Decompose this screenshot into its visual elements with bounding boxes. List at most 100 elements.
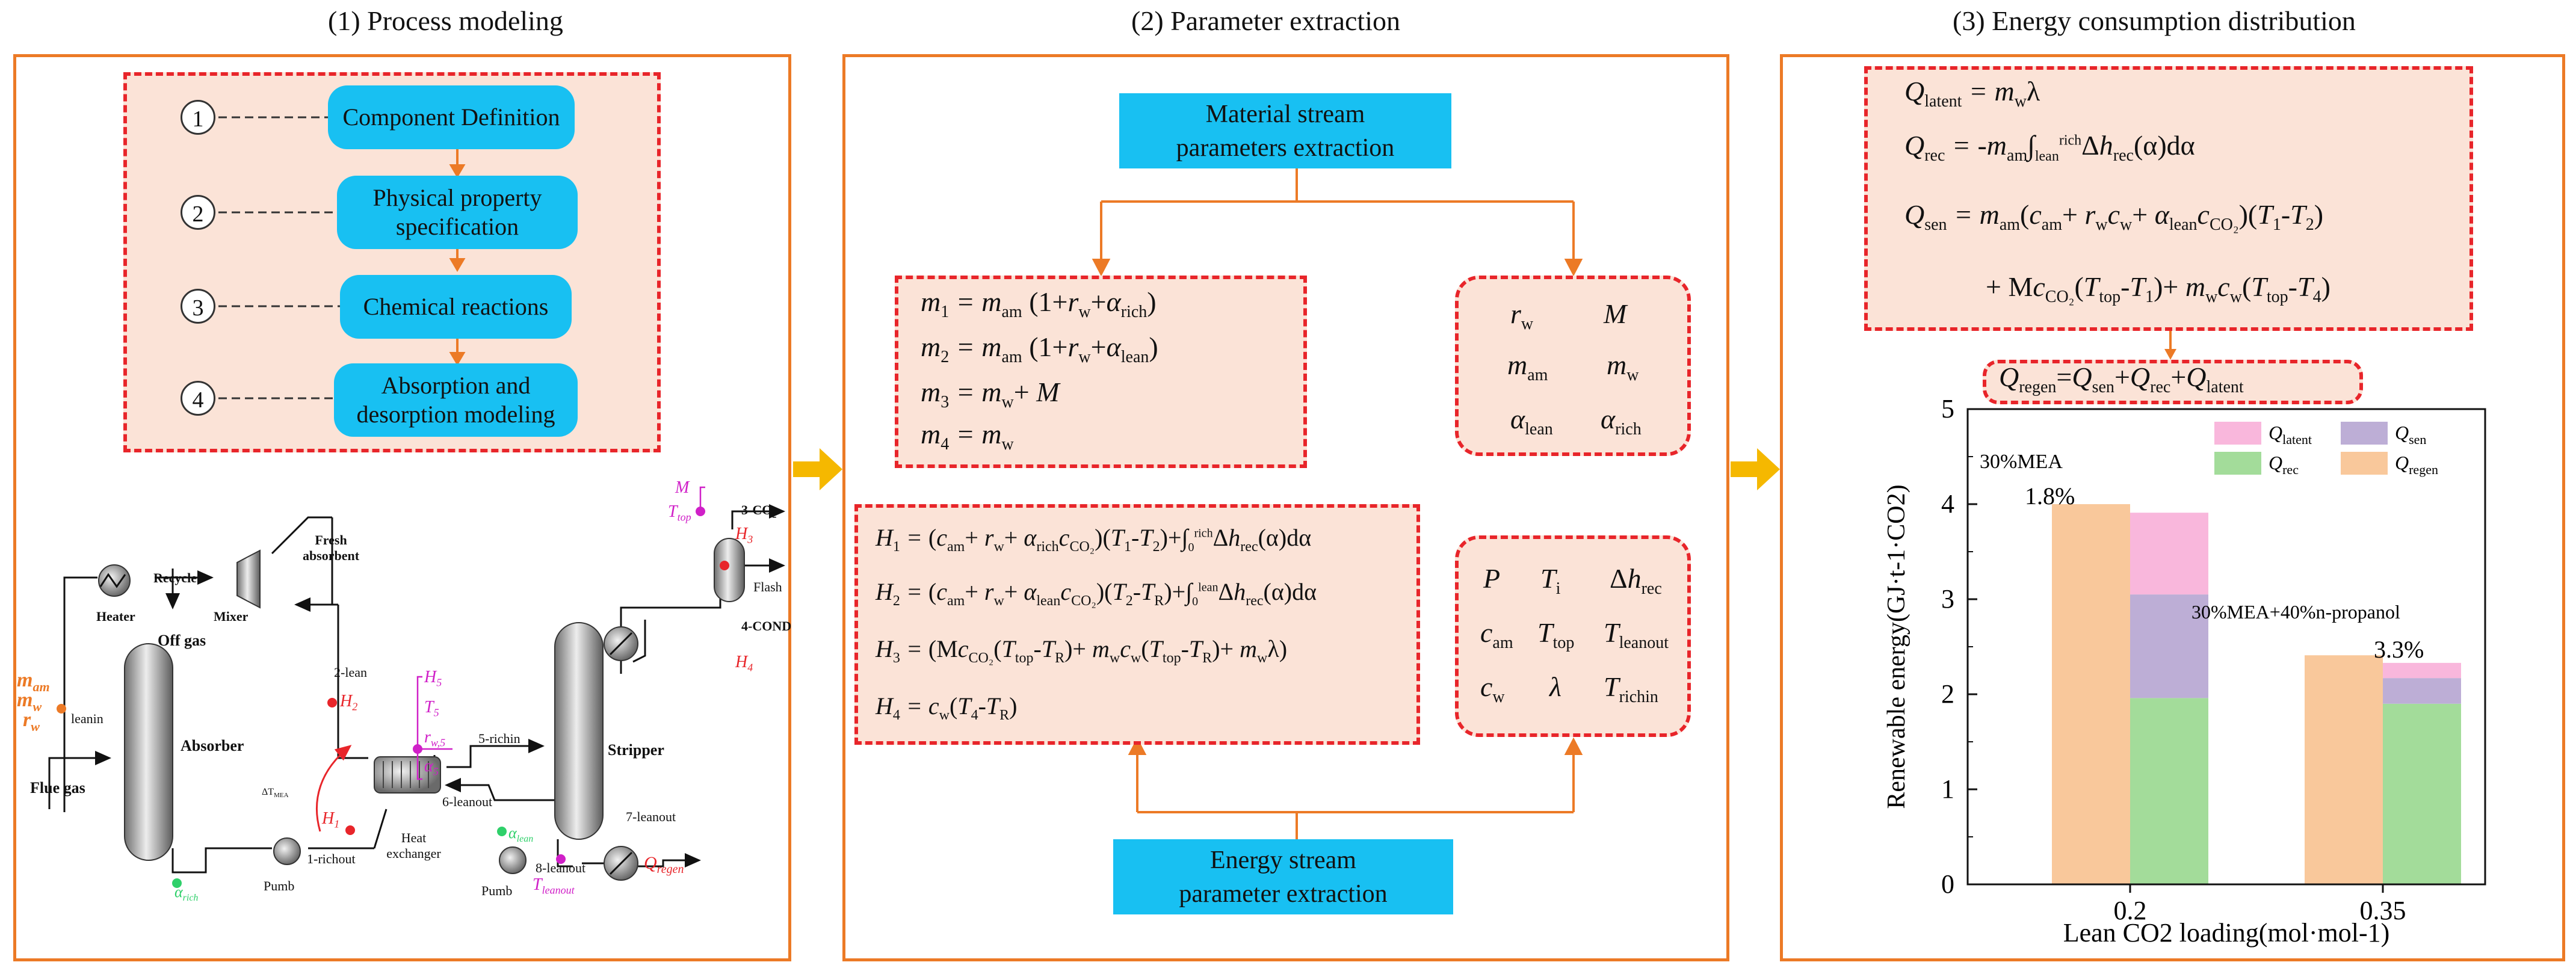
y-tick-label: 4: [1941, 489, 1954, 519]
param-P: P: [1483, 563, 1501, 594]
step-connectors: [218, 116, 466, 399]
symbol-t-leanout: Tleanout: [533, 875, 575, 896]
panel3-title: (3) Energy consumption distribution: [1953, 5, 2356, 36]
legend-label: Qrec: [2269, 452, 2299, 477]
stream-leanin: [63, 576, 97, 812]
eq-q-regen: Qregen=Qsen+Qrec+Qlatent: [1999, 362, 2244, 397]
label-6-leanout: 6-leanout: [442, 794, 493, 809]
panel2-connectors: [1092, 168, 1583, 839]
y-tick-label: 5: [1941, 397, 1954, 424]
eq-h2: H2 = (cam+ rw+ αleancCO₂)(T2-TR)+∫0leanΔ…: [876, 578, 1317, 609]
legend-swatch: [2341, 422, 2388, 445]
bar-q-rec-0: [2130, 698, 2208, 884]
param-Trichin: Trichin: [1604, 671, 1658, 707]
annotation-pct-1: 3.3%: [2374, 636, 2424, 663]
symbol-h2: H2: [340, 692, 358, 713]
label-8-leanout: 8-leanout: [536, 860, 586, 875]
bar-q-latent-0: [2130, 513, 2208, 595]
eq-q-rec: Qrec = -mam∫leanrichΔhrec(α)dα: [1904, 130, 2195, 165]
label-leanin: leanin: [71, 711, 103, 726]
label-1-richout: 1-richout: [307, 851, 356, 866]
eq-m3: m3 = mw+ M: [921, 377, 1060, 412]
eq-h4: H4 = cw(T4-TR): [876, 692, 1018, 723]
bar-q-rec-1: [2383, 703, 2461, 884]
panel1-title: (1) Process modeling: [328, 5, 563, 36]
param-cw: cw: [1480, 671, 1505, 707]
symbol-h3: H3: [735, 525, 753, 546]
label-stripper: Stripper: [608, 741, 664, 759]
param-cam: cam: [1480, 617, 1513, 653]
eq-q-sen-cont: + McCO₂(Ttop-T1)+ mwcw(Ttop-T4): [1986, 271, 2330, 307]
x-tick-label: 0.2: [2114, 896, 2147, 925]
symbol-h1: H1: [322, 809, 340, 830]
param-alpha-lean: αlean: [1510, 404, 1553, 439]
step-number-2: 2: [181, 195, 215, 230]
symbol-alpha-lean: αlean: [508, 824, 534, 845]
material-equations-box: [895, 276, 1307, 468]
label-5-richin: 5-richin: [478, 731, 520, 746]
label-7-leanout: 7-leanout: [626, 809, 676, 824]
energy-stream-box[interactable]: Energy stream parameter extraction: [1113, 839, 1453, 914]
legend-label: Qsen: [2395, 422, 2426, 447]
x-tick-label: 0.35: [2360, 896, 2406, 925]
annotation-label-0: 30%MEA: [1980, 451, 2063, 473]
legend-label: Qregen: [2395, 452, 2438, 477]
eq-m2: m2 = mam (1+rw+αlean): [921, 331, 1158, 367]
eq-h1: H1 = (cam+ rw+ αrichcCO₂)(T1-T2)+∫0richΔ…: [876, 524, 1312, 555]
legend-label: Qlatent: [2269, 422, 2312, 447]
bar-q-sen-0: [2130, 594, 2208, 698]
step-absorption-desorption[interactable]: Absorption and desorption modeling: [334, 363, 578, 437]
param-M: M: [1604, 298, 1627, 329]
symbol-m: M: [675, 478, 690, 497]
material-stream-box[interactable]: Material stream parameters extraction: [1119, 93, 1451, 168]
symbol-m-am: mam: [17, 669, 50, 694]
eq-q-sen: Qsen = mam(cam+ rwcw+ αleancCO₂)(T1-T2): [1904, 199, 2324, 235]
step-number-3: 3: [181, 289, 215, 324]
label-4-cond: 4-COND: [741, 618, 792, 633]
energy-params-box: [1455, 535, 1691, 737]
label-heat-exchanger: Heat exchanger: [386, 830, 441, 861]
arrow-panel2-to-3: [1731, 448, 1780, 490]
legend-swatch: [2214, 422, 2261, 445]
eq-h3: H3 = (McCO₂(Ttop-TR)+ mwcw(Ttop-TR)+ mwλ…: [876, 635, 1288, 666]
symbol-m-w: mw: [17, 689, 42, 714]
param-Ti: Ti: [1540, 563, 1561, 599]
label-flash: Flash: [753, 579, 782, 594]
step-physical-property[interactable]: Physical property specification: [337, 176, 578, 249]
symbol-q-regen-flow: Qregen: [644, 853, 684, 876]
arrow-q-to-regen: [2164, 331, 2176, 360]
y-axis-label: Renewable energy(GJ·t-1·CO2): [1883, 484, 1910, 809]
annotation-label-1: 30%MEA+40%n-propanol: [2191, 601, 2400, 623]
bar-q-regen-0: [2052, 504, 2130, 884]
symbol-t5: T5: [424, 698, 439, 719]
x-axis-label: Lean CO2 loading(mol·mol-1): [2063, 918, 2390, 948]
label-2-lean: 2-lean: [334, 665, 367, 680]
y-tick-label: 1: [1941, 774, 1954, 804]
step-number-1: 1: [181, 100, 215, 135]
eq-q-latent: Qlatent = mwλ: [1904, 76, 2040, 111]
q-equations-box: [1864, 66, 2473, 331]
y-tick-label: 0: [1941, 869, 1954, 899]
param-mam: mam: [1507, 350, 1548, 385]
q-regen-box: [1983, 360, 2363, 404]
symbol-h4: H4: [735, 653, 753, 674]
legend-swatch: [2341, 452, 2388, 475]
symbol-r-w: rw: [23, 709, 40, 734]
param-rw: rw: [1510, 298, 1534, 334]
label-pump-2: Pumb: [481, 883, 513, 898]
y-tick-label: 3: [1941, 584, 1954, 614]
label-mixer: Mixer: [214, 609, 249, 624]
panel2-title: (2) Parameter extraction: [1131, 5, 1400, 36]
step-component-definition[interactable]: Component Definition: [328, 85, 575, 149]
symbol-t-top: Ttop: [668, 502, 691, 523]
eq-m1: m1 = mam (1+rw+αrich): [921, 286, 1157, 322]
bar-q-sen-1: [2383, 678, 2461, 704]
y-tick-label: 2: [1941, 679, 1954, 709]
label-fresh-absorbent: Fresh absorbent: [302, 532, 360, 563]
param-alpha-rich: αrich: [1601, 404, 1642, 439]
label-absorber: Absorber: [181, 737, 244, 754]
process-flowsheet: [48, 486, 785, 888]
label-recycle: Recycle: [153, 570, 197, 585]
step-chemical-reactions[interactable]: Chemical reactions: [340, 275, 572, 339]
